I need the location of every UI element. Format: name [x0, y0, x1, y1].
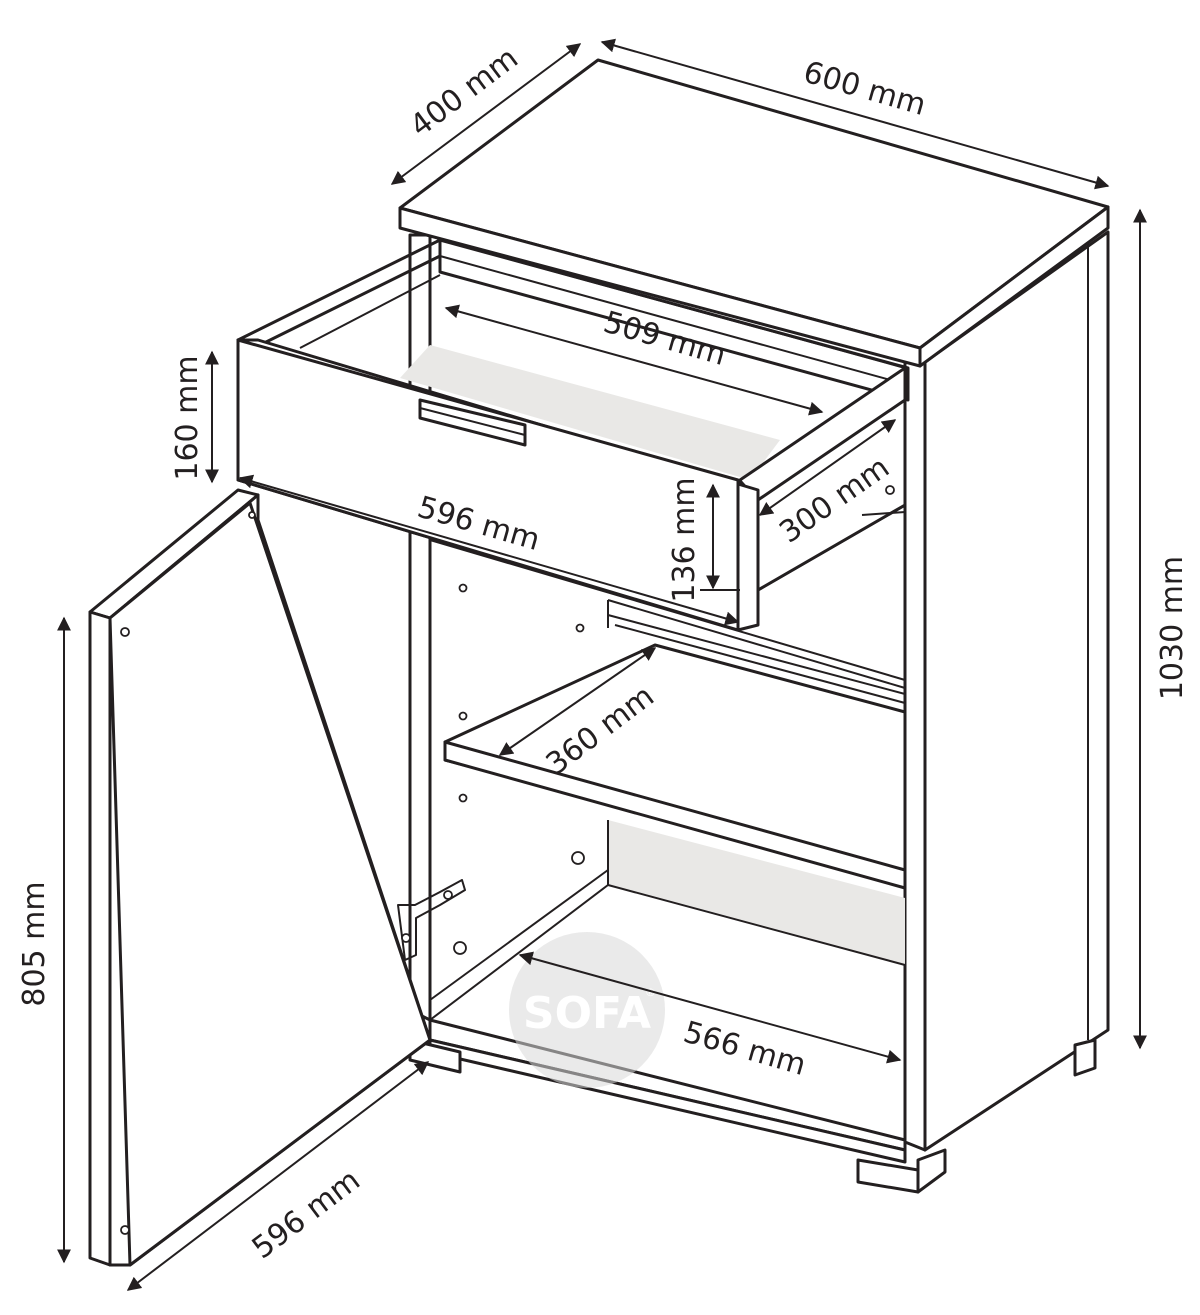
right-side-panel-outer	[923, 230, 1110, 1152]
label-inner-width-566: 566 mm	[680, 1015, 810, 1083]
label-width-600: 600 mm	[800, 55, 930, 123]
dimension-lines	[57, 38, 1147, 1291]
label-drawer-inner-height-136: 136 mm	[667, 477, 702, 602]
open-door	[88, 488, 432, 1267]
sofa-watermark-logo: SOFA ®	[509, 932, 665, 1088]
label-height-1030: 1030 mm	[1155, 556, 1190, 700]
right-side-panel	[903, 360, 927, 1152]
label-door-height-805: 805 mm	[17, 881, 52, 1006]
label-door-width-596: 596 mm	[246, 1163, 367, 1266]
label-drawer-front-160: 160 mm	[170, 355, 205, 480]
hinge-icon	[397, 851, 585, 961]
svg-text:SOFA: SOFA	[523, 988, 651, 1039]
